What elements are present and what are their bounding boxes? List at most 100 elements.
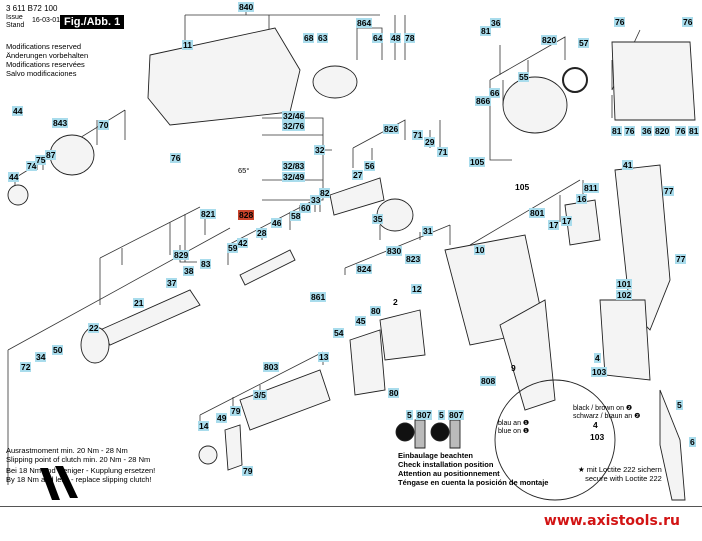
callout-81: 81 (480, 26, 492, 36)
intermediate-flange (502, 76, 568, 134)
callout-71-b: 71 (437, 147, 449, 157)
installation-note-line: Einbaulage beachten (398, 451, 474, 460)
mod-line: Modifications reservées (6, 60, 85, 69)
installation-note-line: Check installation position (398, 460, 494, 469)
callout-29: 29 (424, 137, 436, 147)
callout-48: 48 (390, 33, 402, 43)
callout-32-76: 32/76 (282, 121, 306, 131)
leader-32 (262, 117, 332, 201)
callout-74: 74 (26, 161, 38, 171)
callout-807-brush-a: 807 (416, 410, 433, 420)
leader-864 (356, 27, 383, 60)
clutch-note: Ausrastmoment min. 20 Nm - 28 Nm Slippin… (6, 446, 155, 484)
bearing-sleeve (312, 65, 358, 99)
callout-16: 16 (576, 194, 588, 204)
callout-80-b: 80 (388, 388, 400, 398)
label-105: 105 (515, 182, 530, 192)
nose-cap (7, 184, 29, 206)
callout-6: 6 (689, 437, 696, 447)
bearing-plate-49 (224, 424, 243, 471)
switch (599, 299, 651, 381)
callout-76-bottom-right: 76 (675, 126, 687, 136)
brush-spring-1 (414, 419, 426, 449)
callout-824: 824 (356, 264, 373, 274)
callout-828-highlighted: 828 (238, 210, 255, 220)
callout-64: 64 (372, 33, 384, 43)
callout-34: 34 (35, 352, 47, 362)
callout-71: 71 (412, 130, 424, 140)
callout-807-brush-b: 807 (448, 410, 465, 420)
callout-17-b: 17 (561, 216, 573, 226)
gear-housing (147, 27, 301, 126)
callout-37: 37 (166, 278, 178, 288)
fan-baffle (349, 329, 386, 396)
callout-87: 87 (45, 150, 57, 160)
callout-830: 830 (386, 246, 403, 256)
callout-864: 864 (356, 18, 373, 28)
callout-101: 101 (616, 279, 633, 289)
callout-843: 843 (52, 118, 69, 128)
callout-68: 68 (303, 33, 315, 43)
loctite-note-line: ★ mit Loctite 222 sichern (578, 465, 662, 474)
callout-31: 31 (422, 226, 434, 236)
callout-803: 803 (263, 362, 280, 372)
callout-32-49: 32/49 (282, 172, 306, 182)
gear-cover (611, 41, 696, 121)
callout-5: 5 (676, 400, 683, 410)
callout-77-b: 77 (675, 254, 687, 264)
clutch-tools (40, 466, 78, 500)
callout-21: 21 (133, 298, 145, 308)
website-link[interactable]: www.axistools.ru (543, 513, 680, 529)
blue-wire-note: blau an ❶ blue on ❶ (498, 420, 529, 436)
callout-808: 808 (480, 376, 497, 386)
brush-oriented-1 (395, 422, 415, 442)
armature (239, 369, 331, 431)
figure-label: Fig./Abb. 1 (60, 15, 125, 29)
callout-820: 820 (541, 35, 558, 45)
brush-oriented-2 (430, 422, 450, 442)
callout-32-46: 32/46 (282, 111, 306, 121)
callout-60: 60 (300, 203, 312, 213)
callout-35: 35 (372, 214, 384, 224)
callout-811: 811 (583, 183, 599, 193)
callout-102: 102 (616, 290, 633, 300)
callout-45: 45 (355, 316, 367, 326)
callout-10: 10 (474, 245, 486, 255)
black-wire-en: black / brown on ❷ (573, 405, 633, 412)
callout-826: 826 (383, 124, 400, 134)
label-4: 4 (593, 420, 598, 430)
hammer-tube (99, 289, 201, 346)
angle-label: 65° (238, 166, 250, 175)
issue-date: 16-03-01 (32, 17, 61, 24)
parts (7, 27, 696, 501)
callout-63: 63 (317, 33, 329, 43)
callout-80: 80 (370, 306, 382, 316)
callout-801: 801 (529, 208, 546, 218)
callout-78: 78 (404, 33, 416, 43)
leader-829 (7, 206, 231, 485)
blue-wire-de: blau an ❶ (498, 420, 530, 427)
callout-17: 17 (548, 220, 560, 230)
callout-59: 59 (227, 243, 239, 253)
callout-11: 11 (182, 40, 193, 50)
o-ring-57 (562, 67, 588, 93)
slip-clutch-tool-1 (40, 468, 60, 500)
callout-55: 55 (518, 72, 530, 82)
mod-line: Änderungen vorbehalten (6, 51, 89, 60)
callout-13: 13 (318, 352, 330, 362)
wiring-detail-circle (494, 379, 616, 501)
brush-spring-2 (449, 419, 461, 449)
callout-12: 12 (411, 284, 423, 294)
loctite-note-line: secure with Loctite 222 (585, 474, 662, 483)
callout-54: 54 (333, 328, 345, 338)
loctite-note: ★ mit Loctite 222 sichern secure with Lo… (578, 465, 662, 483)
callout-76-top-left: 76 (614, 17, 626, 27)
callout-840: 840 (238, 2, 255, 12)
installation-note: Einbaulage beachten Check installation p… (398, 451, 548, 487)
callout-76-top-right: 76 (682, 17, 694, 27)
field-coil (379, 309, 426, 361)
mod-line: Salvo modificaciones (6, 69, 77, 78)
callout-82: 82 (319, 188, 331, 198)
callout-38: 38 (183, 266, 195, 276)
slip-clutch-tool-2 (55, 466, 78, 498)
